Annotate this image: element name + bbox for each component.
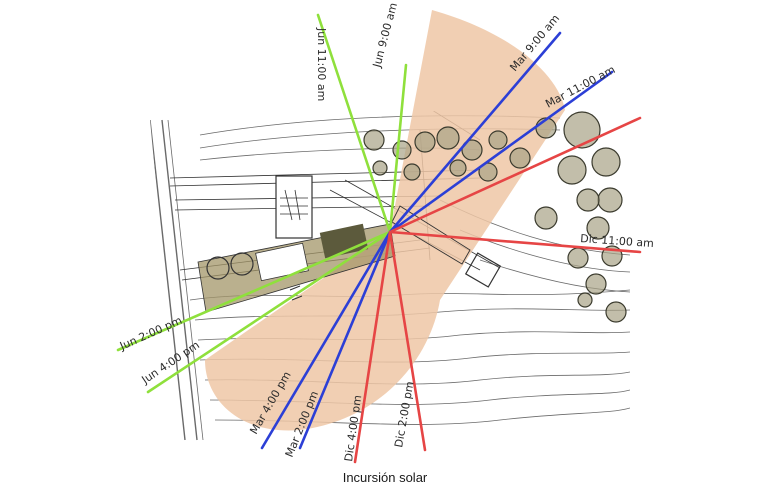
tree [461, 139, 483, 161]
building-dark-wing [319, 223, 369, 259]
road-edge [167, 119, 204, 441]
ray-dic-4pm [353, 230, 392, 464]
building-annex [464, 252, 502, 288]
building-tree [230, 252, 254, 276]
tree [414, 131, 436, 153]
ray-label-jun-11am: Jun 11:00 am [315, 27, 328, 101]
tree [557, 155, 587, 185]
building-tree [206, 256, 230, 280]
building [197, 175, 502, 313]
tree [605, 301, 627, 323]
ray-mar-9am [388, 31, 562, 234]
ray-mar-2pm [298, 230, 392, 450]
ray-mar-11am [388, 70, 614, 234]
tree [597, 187, 623, 213]
tree [576, 188, 600, 212]
ray-dic-11am [388, 230, 642, 254]
ray-jun-2pm [116, 230, 392, 352]
ray-jun-9am [388, 63, 408, 234]
tree [488, 130, 508, 150]
road-edge [150, 119, 186, 441]
tree [372, 160, 388, 176]
tree [567, 247, 589, 269]
tree [449, 159, 467, 177]
shadow-sector [205, 10, 565, 431]
tree [586, 216, 610, 240]
tree [363, 129, 385, 151]
ray-dic-9am [388, 116, 642, 234]
ray-label-dic-11am: Dic 11:00 am [580, 232, 654, 250]
tree [478, 162, 498, 182]
ray-label-dic-2pm: Dic 2:00 pm [392, 380, 416, 448]
road-edge [161, 119, 198, 441]
tree [436, 126, 460, 150]
tree [534, 206, 558, 230]
sun-rays [116, 13, 642, 464]
tree [509, 147, 531, 169]
ray-dic-2pm [388, 230, 427, 452]
ray-mar-4pm [260, 230, 392, 450]
diagram-caption: Incursión solar [342, 470, 428, 485]
ray-jun-11am [316, 13, 392, 234]
tree [585, 273, 607, 295]
building-terrace [255, 242, 309, 282]
tree [591, 147, 621, 177]
ray-jun-4pm [146, 230, 392, 394]
building-block [275, 175, 313, 239]
tree [392, 140, 412, 160]
ray-label-jun-9am: Jun 9:00 am [370, 1, 400, 69]
tree [403, 163, 421, 181]
building-stairs [280, 189, 308, 221]
tree [577, 292, 593, 308]
tree [563, 111, 601, 149]
plan-line [289, 285, 303, 301]
